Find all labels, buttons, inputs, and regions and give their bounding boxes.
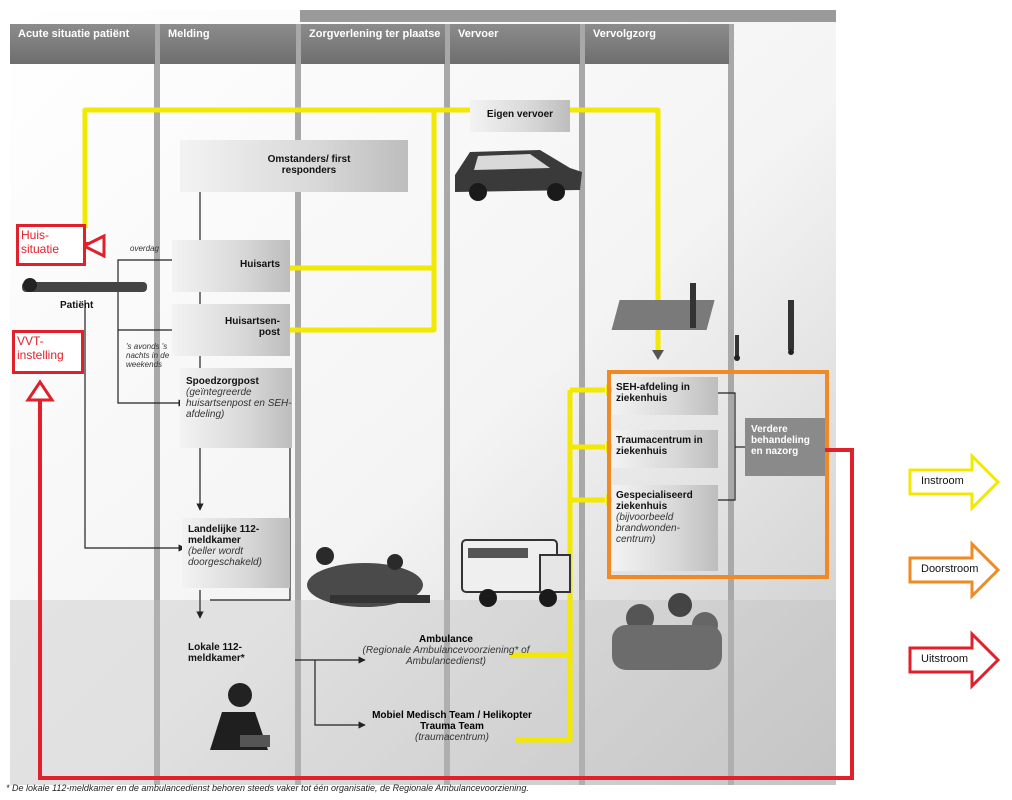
column-header-vervolg: Vervolgzorg [585, 24, 729, 64]
label-mmt-title: Mobiel Medisch Team / Helikopter Trauma … [372, 710, 532, 732]
legend-doorstroom-label: Doorstroom [921, 563, 979, 575]
black-flow-lines [84, 190, 745, 729]
dispatcher-picture [210, 683, 270, 750]
column-header-acute: Acute situatie patiënt [10, 24, 155, 64]
box-huisarts: Huisarts [172, 240, 290, 292]
column-header-melding-label: Melding [168, 28, 210, 40]
column-header-zorg-label: Zorgverlening ter plaatse [309, 28, 441, 40]
legend-uitstroom: Uitstroom [921, 653, 968, 665]
box-seh-afdeling: SEH-afdeling in ziekenhuis [612, 377, 718, 415]
legend-doorstroom-arrow [908, 540, 1001, 600]
red-arrowhead-huis [80, 233, 106, 259]
box-verdere-behandeling: Verdere behandeling en nazorg [745, 418, 825, 476]
legend-instroom-label: Instroom [921, 475, 964, 487]
column-header-zorg: Zorgverlening ter plaatse [301, 24, 445, 64]
label-lokale-meldkamer: Lokale 112-meldkamer* [188, 642, 288, 664]
column-header-vervolg-label: Vervolgzorg [593, 28, 656, 40]
box-gespecialiseerd: Gespecialiseerd ziekenhuis (bijvoorbeeld… [612, 485, 718, 571]
box-spoedzorgpost-title: Spoedzorgpost [186, 376, 259, 387]
column-header-melding: Melding [160, 24, 296, 64]
legend-uitstroom-arrow [908, 630, 1001, 690]
label-lokale-meldkamer-text: Lokale 112-meldkamer* [188, 642, 245, 664]
orange-doorstroom-frame [607, 370, 829, 579]
label-avonds: 's avonds 's nachts in de weekends [126, 342, 172, 369]
label-overdag: overdag [130, 244, 159, 253]
column-header-vervoer: Vervoer [450, 24, 580, 64]
box-omstanders: Omstanders/ first responders [180, 140, 408, 192]
column-header-vervoer-label: Vervoer [458, 28, 499, 40]
legend-arrows [908, 452, 1001, 690]
box-seh-label: SEH-afdeling in ziekenhuis [616, 382, 690, 404]
label-mmt: Mobiel Medisch Team / Helikopter Trauma … [372, 710, 532, 743]
box-eigen-vervoer: Eigen vervoer [470, 100, 570, 132]
bed-arrowhead [652, 350, 664, 360]
box-landelijke-meldkamer: Landelijke 112-meldkamer (beller wordt d… [182, 518, 290, 588]
legend-instroom: Instroom [921, 475, 964, 487]
label-avonds-text: 's avonds 's nachts in de weekends [126, 342, 170, 369]
box-gespecialiseerd-sub: (bijvoorbeeld brandwonden-centrum) [616, 512, 680, 545]
box-huisartsenpost: Huisartsen-post [172, 304, 290, 356]
footnote: * De lokale 112-meldkamer en de ambulanc… [6, 783, 529, 793]
label-overdag-text: overdag [130, 244, 159, 253]
box-traumacentrum-label: Traumacentrum in ziekenhuis [616, 435, 703, 457]
yellow-instroom-lines [82, 107, 661, 743]
legend-doorstroom: Doorstroom [921, 563, 978, 575]
box-verdere-label: Verdere behandeling en nazorg [751, 424, 810, 457]
label-patient: Patiënt [60, 300, 93, 311]
legend-instroom-arrow [908, 452, 1001, 512]
box-gespecialiseerd-title: Gespecialiseerd ziekenhuis [616, 490, 693, 512]
legend-uitstroom-label: Uitstroom [921, 653, 969, 665]
red-label-vvt: VVT-instelling [12, 330, 84, 374]
box-omstanders-label: Omstanders/ first responders [267, 154, 351, 176]
column-header-acute-label: Acute situatie patiënt [18, 28, 130, 40]
box-spoedzorgpost-sub: (geïntegreerde huisartsenpost en SEH-afd… [186, 387, 292, 420]
red-label-huissituatie: Huis-situatie [16, 224, 86, 266]
box-huisarts-label: Huisarts [239, 259, 280, 270]
label-ambulance-sub: (Regionale Ambulancevoorziening* of Ambu… [362, 645, 530, 667]
box-landelijke-sub: (beller wordt doorgeschakeld) [188, 546, 262, 568]
car-picture [455, 150, 582, 201]
red-label-vvt-text: VVT-instelling [17, 334, 64, 362]
red-label-huissituatie-text: Huis-situatie [21, 228, 60, 256]
box-huisartsenpost-label: Huisartsen-post [224, 316, 280, 338]
label-mmt-sub: (traumacentrum) [415, 732, 489, 743]
surgeons-picture [612, 593, 722, 670]
label-patient-text: Patiënt [60, 300, 94, 311]
label-ambulance: Ambulance (Regionale Ambulancevoorzienin… [338, 634, 554, 667]
red-arrowhead-vvt [25, 379, 55, 402]
patient-picture [22, 278, 147, 292]
box-landelijke-title: Landelijke 112-meldkamer [188, 524, 260, 546]
label-ambulance-title: Ambulance [419, 634, 473, 645]
box-traumacentrum: Traumacentrum in ziekenhuis [612, 430, 718, 468]
top-strip [300, 10, 836, 22]
bed-picture [611, 283, 794, 361]
ambulance-picture [461, 539, 571, 607]
box-eigen-vervoer-label: Eigen vervoer [486, 109, 554, 120]
cpr-picture [307, 547, 430, 607]
box-spoedzorgpost: Spoedzorgpost (geïntegreerde huisartsenp… [180, 368, 292, 448]
